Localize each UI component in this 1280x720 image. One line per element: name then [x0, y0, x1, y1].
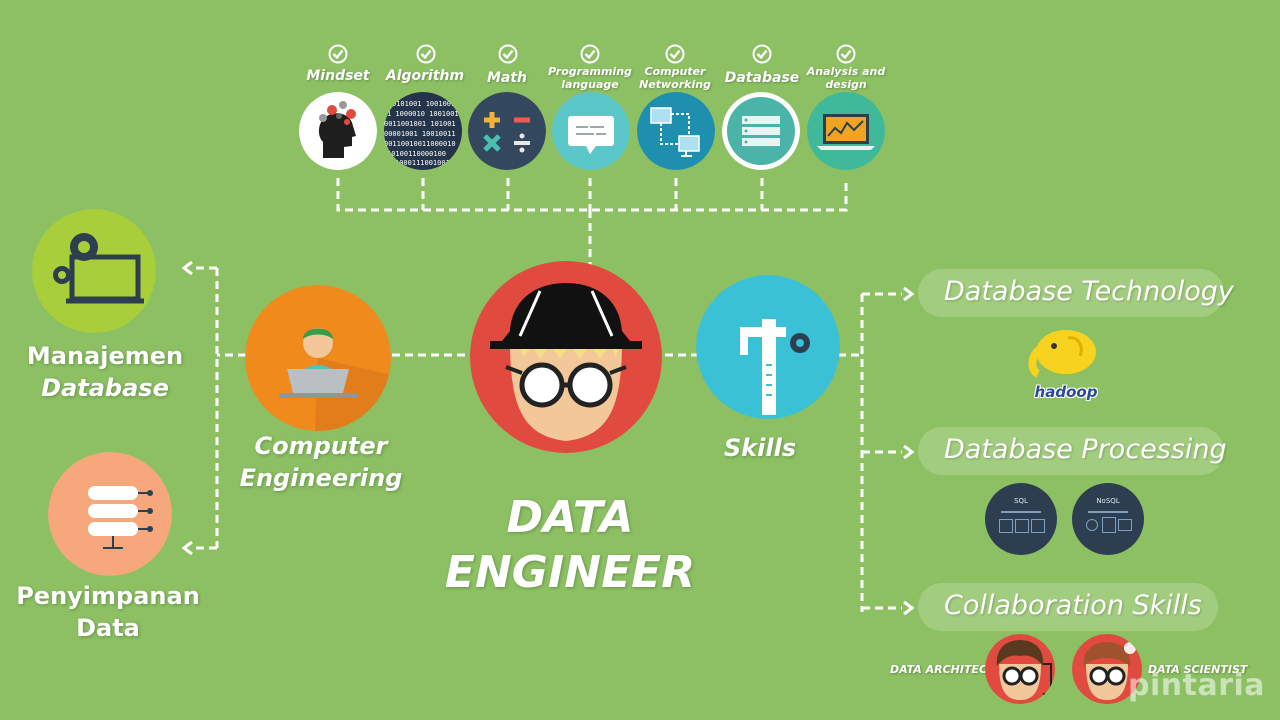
data-storage-icon [48, 452, 172, 576]
top-label-math: Math [486, 70, 528, 86]
head-gears-icon [299, 92, 377, 170]
caliper-icon [696, 275, 840, 419]
top-label-programming: Programming language [548, 65, 632, 91]
database-processing-pill: Database Processing [918, 427, 1227, 475]
svg-text:0011001001 101001: 0011001001 101001 [384, 120, 456, 128]
check-icon [836, 44, 856, 64]
penyimpanan-data-label: Penyimpanan Data [10, 580, 206, 644]
manajemen-line-2: Database [41, 374, 169, 402]
network-icon [637, 92, 715, 170]
binary-code-icon: 0101001 1001001 1 1000010 1001001 001100… [384, 92, 462, 170]
computer-engineer-icon [245, 285, 391, 431]
manajemen-database-label: Manajemen Database [10, 340, 200, 404]
svg-text:10100110000100: 10100110000100 [387, 150, 446, 158]
check-icon [752, 44, 772, 64]
svg-text:0101001 1001001: 0101001 1001001 [392, 100, 455, 108]
database-management-icon [32, 209, 156, 333]
computer-engineering-line-1: Computer [254, 432, 388, 460]
data-architect-avatar [985, 634, 1055, 704]
hadoop-label: hadoop [1034, 383, 1098, 401]
svg-text:1 1000010 1001001: 1 1000010 1001001 [387, 110, 459, 118]
data-architect-label: DATA ARCHITECT [890, 663, 995, 676]
top-label-algorithm: Algorithm [385, 68, 465, 84]
code-window-icon [552, 92, 630, 170]
svg-text:00001001 10010011: 00001001 10010011 [384, 130, 456, 138]
top-label-mindset: Mindset [306, 68, 370, 84]
sql-label: SQL [1014, 497, 1028, 505]
math-operators-icon [468, 92, 546, 170]
pintaria-watermark: pintaria [1128, 668, 1266, 703]
check-icon [498, 44, 518, 64]
penyimpanan-line-1: Penyimpanan [16, 582, 200, 610]
hadoop-elephant-icon [1028, 330, 1096, 378]
svg-text:1000111001001: 1000111001001 [395, 159, 450, 167]
manajemen-line-1: Manajemen [26, 342, 184, 370]
data-engineer-avatar [470, 261, 662, 453]
check-icon [665, 44, 685, 64]
data-scientist-label: DATA SCIENTIST [1148, 663, 1248, 676]
database-server-icon [722, 92, 800, 170]
nosql-label: NoSQL [1096, 497, 1120, 505]
computer-engineering-line-2: Engineering [239, 464, 403, 492]
title-line-2: ENGINEER [444, 547, 696, 598]
svg-text:00110010011000010: 00110010011000010 [384, 140, 456, 148]
check-icon [416, 44, 436, 64]
collaboration-skills-pill: Collaboration Skills [918, 583, 1218, 631]
top-label-analysis: Analysis and design [806, 65, 886, 91]
laptop-chart-icon [807, 92, 885, 170]
penyimpanan-line-2: Data [76, 614, 140, 642]
database-technology-pill: Database Technology [918, 269, 1234, 317]
skills-label: Skills [723, 434, 797, 462]
data-scientist-avatar [1072, 634, 1142, 704]
sql-database-icon: SQL [985, 483, 1057, 555]
top-label-database: Database [724, 70, 800, 86]
nosql-database-icon: NoSQL [1072, 483, 1144, 555]
data-engineer-title: DATA ENGINEER [440, 490, 700, 600]
computer-engineering-label: Computer Engineering [236, 430, 406, 494]
title-line-1: DATA [506, 492, 634, 543]
check-icon [580, 44, 600, 64]
check-icon [328, 44, 348, 64]
top-label-networking: Computer Networking [639, 65, 711, 91]
